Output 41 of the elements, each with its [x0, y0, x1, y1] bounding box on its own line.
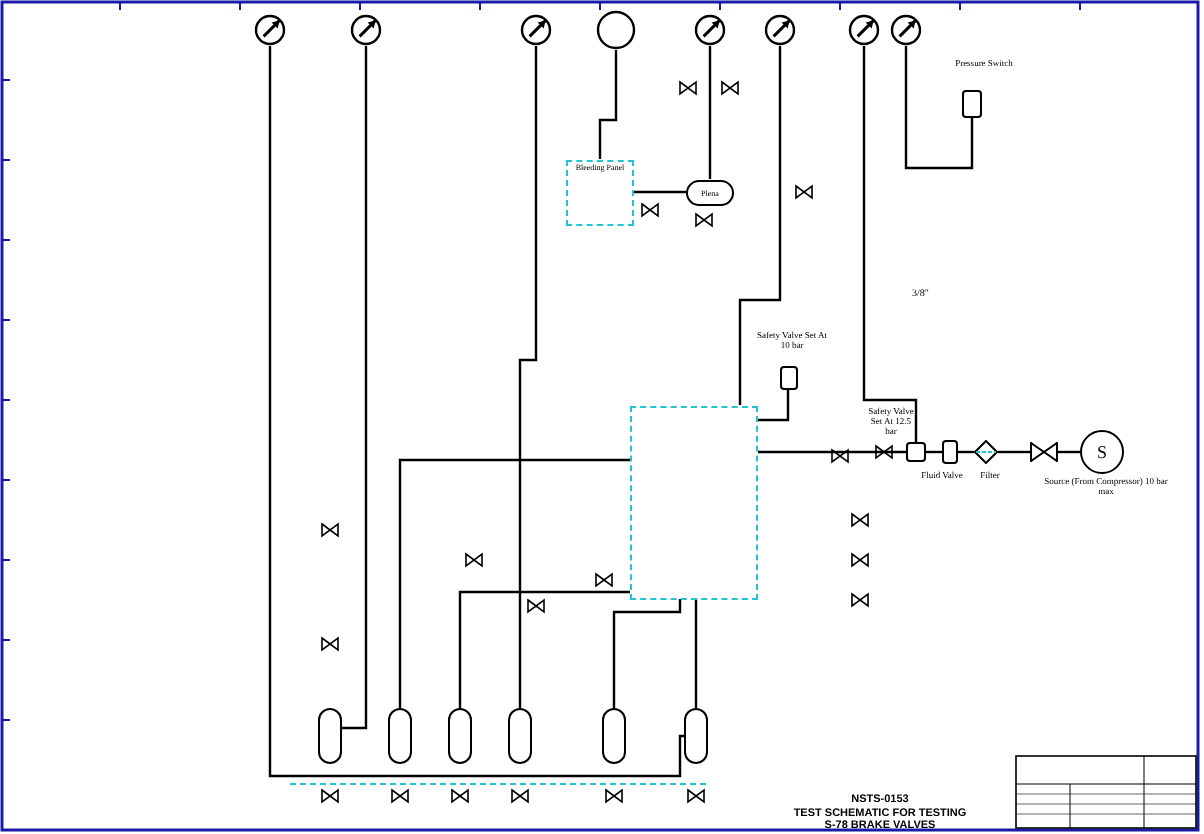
reservoir-tank	[448, 708, 472, 764]
pipe-line	[758, 390, 790, 422]
pipe-line	[738, 46, 782, 405]
pipe-line	[342, 46, 368, 730]
pipe-line	[708, 46, 712, 179]
plenum-vessel	[686, 179, 734, 205]
pressure-gauge	[890, 14, 922, 46]
bleeding-panel	[566, 159, 634, 225]
pipe-line	[458, 590, 630, 708]
pressure-gauge	[254, 14, 286, 46]
pressure-gauge	[848, 14, 880, 46]
pipe-line	[694, 599, 698, 708]
pipe-line	[998, 450, 1030, 454]
component-box	[962, 90, 982, 118]
pressure-gauge	[764, 14, 796, 46]
pipe-line	[634, 190, 686, 194]
pressure-gauge	[694, 14, 726, 46]
pipe-line	[862, 46, 918, 442]
pressure-gauge	[520, 14, 552, 46]
reservoir-tank	[602, 708, 626, 764]
pipe-line	[904, 46, 974, 170]
pipe-line	[1058, 450, 1080, 454]
node-label: S	[1096, 443, 1107, 461]
pipe-line	[598, 50, 618, 159]
pipe-line	[398, 458, 630, 708]
pipe-line	[268, 46, 686, 778]
reservoir-tank	[508, 708, 532, 764]
pipe-line	[518, 46, 538, 708]
reservoir-tank	[318, 708, 342, 764]
pipe-line	[756, 450, 906, 454]
component-box	[779, 366, 797, 390]
component-box	[942, 440, 958, 464]
pressure-gauge	[350, 14, 382, 46]
component-box	[906, 442, 926, 462]
valve-symbol	[1030, 442, 1058, 462]
pipe-line	[612, 599, 682, 708]
reservoir-tank	[388, 708, 412, 764]
component-box	[630, 405, 758, 599]
circle-port	[596, 10, 636, 50]
reservoir-tank	[684, 708, 708, 764]
filter-diamond	[974, 440, 998, 464]
